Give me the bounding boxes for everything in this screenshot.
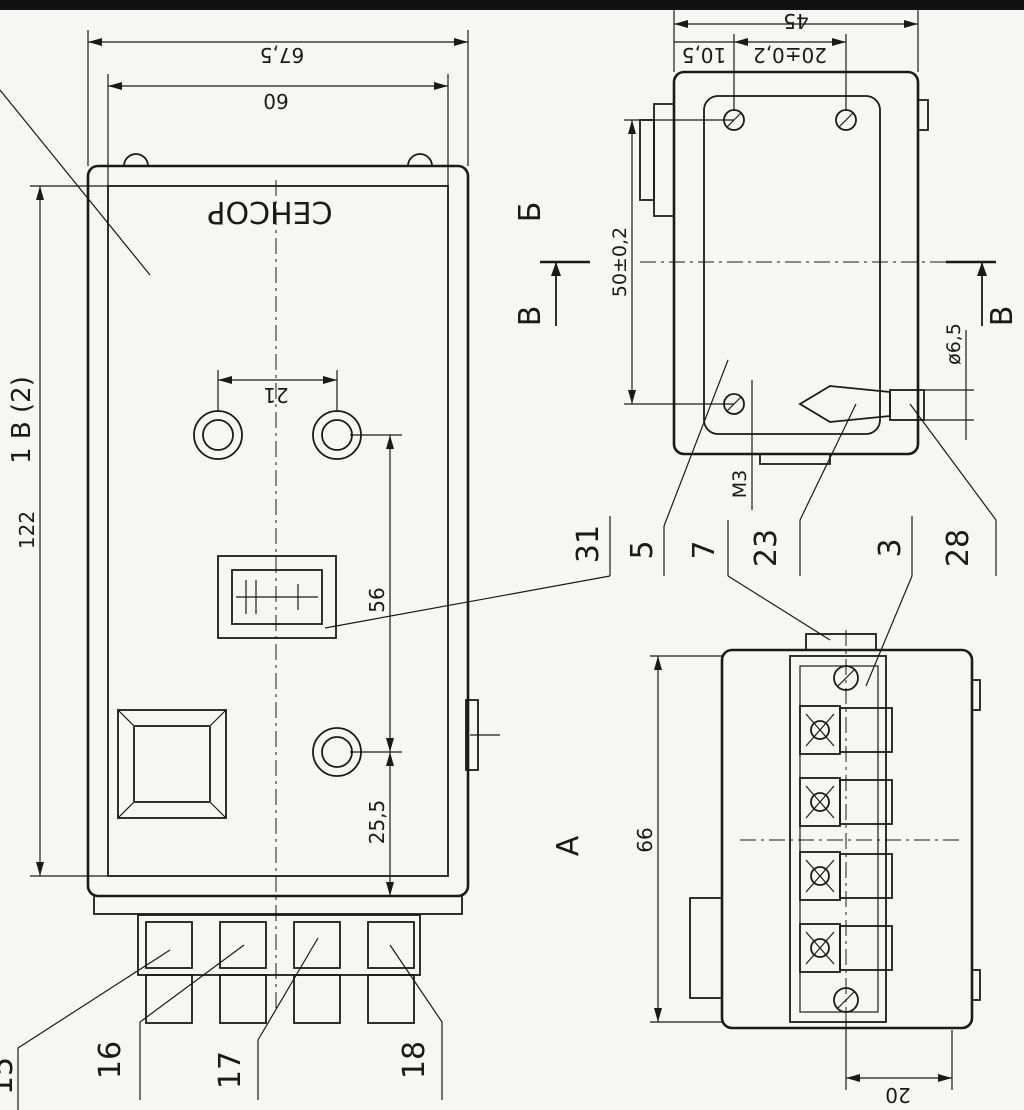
housing-bottom-lip <box>93 895 463 915</box>
callout-3: 3 <box>873 538 908 557</box>
housing-outline <box>86 164 470 898</box>
terminal-block <box>137 914 421 976</box>
view-a: А <box>551 575 981 1107</box>
view-a-label: А <box>551 835 586 856</box>
dim-bottom-offset: 25,5 <box>365 800 389 845</box>
dim-screw: М3 <box>729 470 751 498</box>
terminal-knob <box>689 897 723 999</box>
callout-17: 17 <box>213 1051 248 1089</box>
section-b-right: В <box>985 306 1020 327</box>
section-b-left: В <box>513 306 548 327</box>
dim-height: 122 <box>15 511 39 549</box>
display-window <box>133 725 211 803</box>
terminal-1 <box>145 921 193 969</box>
side-panel <box>703 95 881 435</box>
side-tab <box>917 99 929 131</box>
leader-23 <box>799 403 857 521</box>
front-view: СЕНСОР <box>0 30 611 1110</box>
terminal-3-stem <box>293 974 341 1024</box>
display-bevel-2 <box>209 709 227 727</box>
dim-side-a: 20±0,2 <box>753 43 827 67</box>
terminal-3 <box>293 921 341 969</box>
terminal-tab-top <box>971 679 981 711</box>
dim-side-b: 10,5 <box>682 43 727 67</box>
side-knob-inner <box>639 119 655 201</box>
cable-gland <box>798 385 891 423</box>
sensor-label: СЕНСОР <box>207 194 332 229</box>
terminal-housing <box>720 648 974 1030</box>
partial-label: 1 В (2) <box>7 376 37 464</box>
callout-28: 28 <box>941 529 976 567</box>
dim-diameter: ø6,5 <box>943 323 965 365</box>
side-housing <box>672 70 920 456</box>
dim-hole-spacing: 21 <box>263 383 288 407</box>
dim-arrows-4 <box>218 376 337 384</box>
top-border <box>0 0 1024 10</box>
leader-18 <box>389 944 443 1023</box>
hole-left-inner <box>202 419 234 451</box>
section-beta: Б <box>513 202 548 223</box>
leader-partial <box>0 89 151 276</box>
dim-term-height: 66 <box>633 827 657 852</box>
dim-width-outer: 67,5 <box>260 43 305 67</box>
switch-frame <box>217 555 337 639</box>
terminal-1-stem <box>145 974 193 1024</box>
callout-18: 18 <box>397 1041 432 1079</box>
terminal-2 <box>219 921 267 969</box>
terminal-tab-bottom <box>971 969 981 1001</box>
dim-side-height: 50±0,2 <box>609 227 631 297</box>
top-tab-right <box>407 153 433 167</box>
switch-rocker <box>231 569 323 625</box>
housing-panel <box>107 185 449 877</box>
terminal-4-stem <box>367 974 415 1024</box>
side-view: 45 20±0,2 10,5 50±0,2 М3 ø6,5 В Б В <box>513 9 1020 527</box>
leader-3 <box>865 575 913 687</box>
leader-16 <box>139 944 245 1023</box>
callout-7: 7 <box>687 540 722 559</box>
display-bevel-4 <box>209 801 227 819</box>
dim-side-depth: 45 <box>783 9 808 33</box>
terminal-cells <box>799 705 893 973</box>
gland-nut <box>889 389 925 421</box>
terminal-4 <box>367 921 415 969</box>
terminal-strip <box>789 655 887 1023</box>
bottom-terminals <box>137 914 421 1024</box>
display-bevel-1 <box>117 709 135 727</box>
terminal-top-lug <box>805 633 877 651</box>
side-knob <box>653 103 675 217</box>
callout-5: 5 <box>625 540 660 559</box>
callout-band: 31 5 7 23 3 28 <box>571 516 997 576</box>
leader-7 <box>727 575 831 641</box>
dim-width-inner: 60 <box>263 89 288 113</box>
callout-23: 23 <box>749 529 784 567</box>
hole-left <box>193 410 243 460</box>
display-bevel-3 <box>117 801 135 819</box>
display-frame <box>117 709 227 819</box>
side-foot <box>759 453 831 465</box>
dim-term-width: 20 <box>885 1083 910 1107</box>
terminal-2-stem <box>219 974 267 1024</box>
leader-15 <box>17 949 171 1049</box>
hole-right-inner <box>321 419 353 451</box>
leader-28 <box>909 403 997 521</box>
hole-bottom-inner <box>321 736 353 768</box>
top-tab-left <box>123 153 149 167</box>
leader-31 <box>324 575 611 629</box>
leader-5 <box>663 359 729 527</box>
callout-31: 31 <box>571 525 606 563</box>
callout-16: 16 <box>93 1041 128 1079</box>
dim-vert-spacing: 56 <box>365 587 389 612</box>
leader-17 <box>257 937 319 1041</box>
callout-15: 15 <box>0 1057 20 1095</box>
